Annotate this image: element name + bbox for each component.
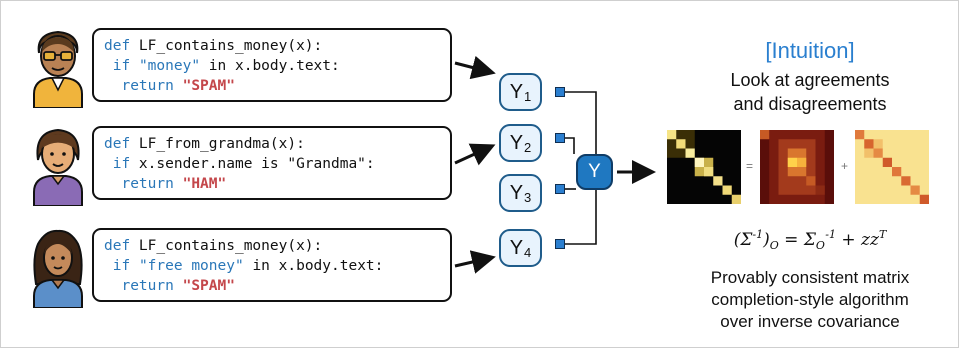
keyword: in	[208, 58, 227, 74]
intuition-title: [Intuition]	[765, 38, 855, 63]
keyword: in	[252, 258, 270, 274]
labeling-function-box-1: def LF_contains_money(x): if "money" in …	[92, 28, 452, 102]
code-text: LF_contains_money(x):	[130, 38, 323, 54]
person-long-hair-avatar-icon	[33, 229, 83, 308]
person-avatar-icon	[33, 128, 83, 206]
intuition-subtitle-line1: Look at agreements	[730, 70, 890, 90]
description-line2: completion-style algorithm	[711, 290, 909, 309]
labeling-function-box-2: def LF_from_grandma(x): if x.sender.name…	[92, 126, 452, 200]
keyword: def	[104, 238, 131, 254]
code-text: x.body.text:	[226, 58, 340, 74]
code-line: def LF_contains_money(x):	[104, 36, 450, 56]
keyword: if	[112, 58, 131, 74]
keyword: return	[121, 278, 174, 294]
person-glasses-avatar-icon	[33, 30, 83, 108]
code-line: return "HAM"	[104, 174, 450, 194]
code-line: def LF_from_grandma(x):	[104, 134, 450, 154]
low-rank-matrix-image	[760, 130, 834, 204]
plus-sign: +	[841, 159, 849, 173]
code-line: def LF_contains_money(x):	[104, 236, 450, 256]
true-label-node: Y	[576, 154, 613, 190]
keyword: def	[104, 136, 131, 152]
labeling-function-box-3: def LF_contains_money(x): if "free money…	[92, 228, 452, 302]
code-text: x.sender.name is "Grandma":	[130, 156, 375, 172]
label-string: "SPAM"	[182, 278, 235, 294]
factor-port-2	[555, 133, 565, 143]
string-literal: "money"	[138, 58, 201, 74]
covariance-matrix-image	[667, 130, 741, 204]
keyword: def	[104, 38, 131, 54]
sparse-matrix-image	[855, 130, 929, 204]
code-text: LF_contains_money(x):	[130, 238, 323, 254]
factor-port-3	[555, 184, 565, 194]
code-text: LF_from_grandma(x):	[130, 136, 305, 152]
label-string: "SPAM"	[182, 78, 235, 94]
equals-sign: =	[746, 159, 754, 173]
factor-port-4	[555, 239, 565, 249]
code-line: return "SPAM"	[104, 276, 450, 296]
keyword: return	[121, 78, 174, 94]
inverse-covariance-formula: (Σ-1)O = ΣO-1 + zzT	[733, 228, 887, 252]
code-line: if x.sender.name is "Grandma":	[104, 154, 450, 174]
label-string: "HAM"	[182, 176, 227, 192]
code-text: x.body.text:	[269, 258, 384, 274]
description-line3: over inverse covariance	[720, 312, 900, 331]
code-line: return "SPAM"	[104, 76, 450, 96]
string-literal: "free money"	[138, 258, 244, 274]
code-line: if "money" in x.body.text:	[104, 56, 450, 76]
keyword: if	[112, 156, 131, 172]
factor-port-1	[555, 87, 565, 97]
description-line1: Provably consistent matrix	[710, 268, 910, 287]
keyword: if	[112, 258, 131, 274]
keyword: return	[121, 176, 174, 192]
intuition-subtitle-line2: and disagreements	[733, 94, 887, 114]
code-line: if "free money" in x.body.text:	[104, 256, 450, 276]
